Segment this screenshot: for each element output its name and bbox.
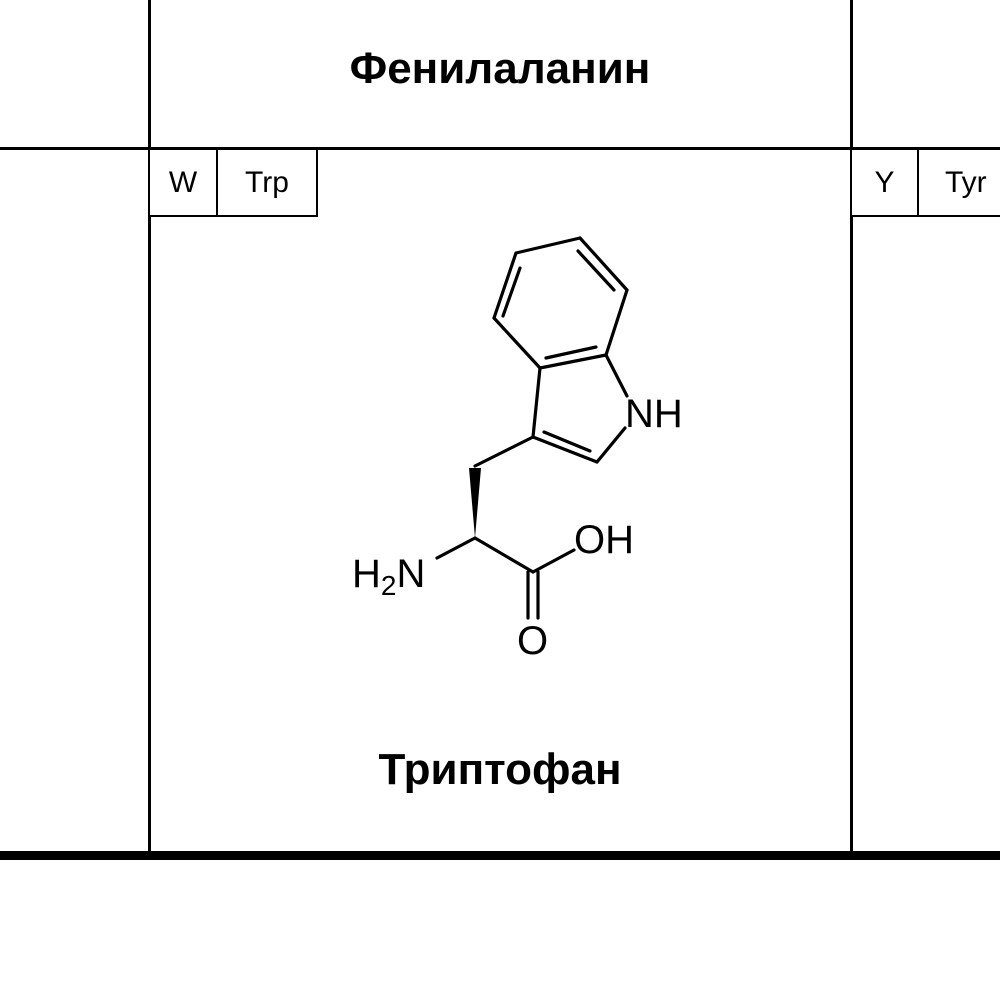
- bond: [473, 435, 535, 468]
- bond: [514, 236, 582, 255]
- three-letter-code: Trp: [216, 148, 318, 217]
- one-letter-code: W: [148, 148, 218, 217]
- grid-line-horizontal: [0, 147, 1000, 150]
- bond: [538, 353, 608, 370]
- section-divider-thick: [0, 851, 1000, 860]
- top-cell-name: Фенилаланин: [349, 44, 651, 93]
- bond: [473, 536, 535, 574]
- amine-n: N: [396, 552, 425, 596]
- nh-label: NH: [625, 392, 683, 436]
- bond-inner: [544, 345, 598, 360]
- grid-line-vertical-right: [850, 0, 853, 852]
- amine-h: H: [352, 552, 381, 596]
- bond: [604, 288, 629, 357]
- bond: [435, 536, 477, 560]
- right-three-letter-code: Tyr: [917, 148, 1000, 217]
- o-label: O: [517, 619, 548, 663]
- right-one-letter-code: Y: [850, 148, 919, 217]
- bond: [492, 251, 518, 320]
- bond: [595, 426, 627, 464]
- amino-acid-name: Триптофан: [378, 745, 622, 794]
- bond: [578, 236, 629, 292]
- bond-inner: [576, 249, 616, 292]
- oh-label: OH: [574, 518, 634, 562]
- bond: [604, 353, 629, 398]
- bond: [531, 366, 542, 439]
- bond: [531, 435, 599, 464]
- bond-inner: [542, 430, 592, 453]
- bond-inner: [501, 266, 522, 318]
- bond: [492, 316, 542, 370]
- amine-label: H2N: [352, 552, 425, 601]
- grid-line-vertical-left: [148, 0, 151, 852]
- bond: [531, 548, 576, 574]
- amine-subscript: 2: [381, 570, 397, 601]
- wedge-bond: [469, 468, 481, 538]
